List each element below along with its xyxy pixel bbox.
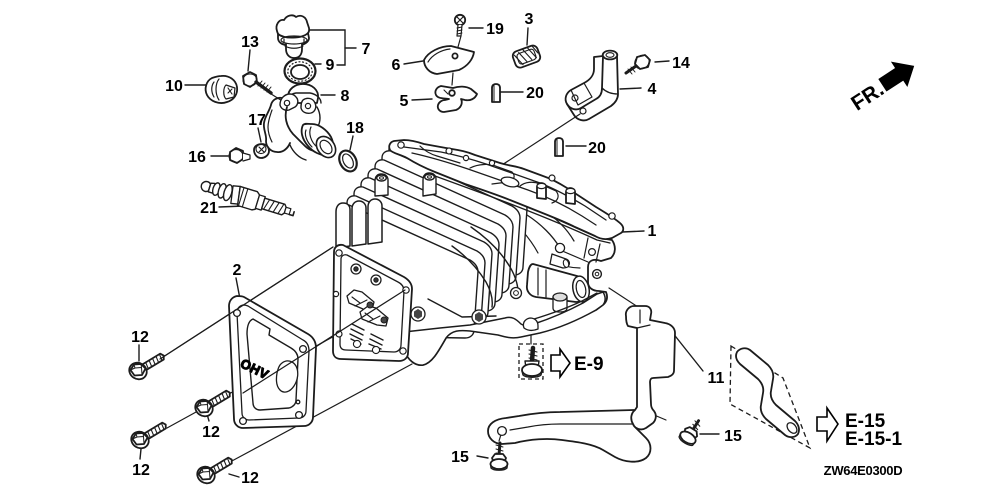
svg-text:2: 2: [233, 262, 242, 279]
svg-text:3: 3: [525, 11, 534, 28]
svg-text:10: 10: [165, 78, 183, 95]
svg-text:E-9: E-9: [574, 354, 604, 375]
svg-text:15: 15: [724, 428, 742, 445]
svg-text:8: 8: [341, 88, 350, 105]
svg-text:14: 14: [672, 55, 690, 72]
svg-text:5: 5: [400, 93, 409, 110]
svg-text:20: 20: [526, 85, 544, 102]
svg-text:16: 16: [188, 149, 206, 166]
svg-text:17: 17: [248, 112, 266, 129]
svg-text:9: 9: [326, 57, 335, 74]
svg-text:19: 19: [486, 21, 504, 38]
svg-text:6: 6: [392, 57, 401, 74]
svg-text:13: 13: [241, 34, 259, 51]
svg-text:12: 12: [202, 424, 220, 441]
svg-text:12: 12: [131, 329, 149, 346]
svg-text:4: 4: [648, 81, 657, 98]
svg-text:20: 20: [588, 140, 606, 157]
svg-text:7: 7: [362, 41, 371, 58]
svg-text:11: 11: [708, 370, 725, 387]
svg-text:E-15-1: E-15-1: [845, 429, 902, 450]
svg-text:21: 21: [200, 200, 218, 217]
svg-text:12: 12: [132, 462, 150, 479]
svg-text:1: 1: [648, 223, 657, 240]
svg-text:18: 18: [346, 120, 364, 137]
svg-text:15: 15: [451, 449, 469, 466]
svg-text:12: 12: [241, 470, 259, 487]
svg-text:ZW64E0300D: ZW64E0300D: [824, 463, 903, 478]
svg-text:E-15: E-15: [845, 411, 886, 432]
